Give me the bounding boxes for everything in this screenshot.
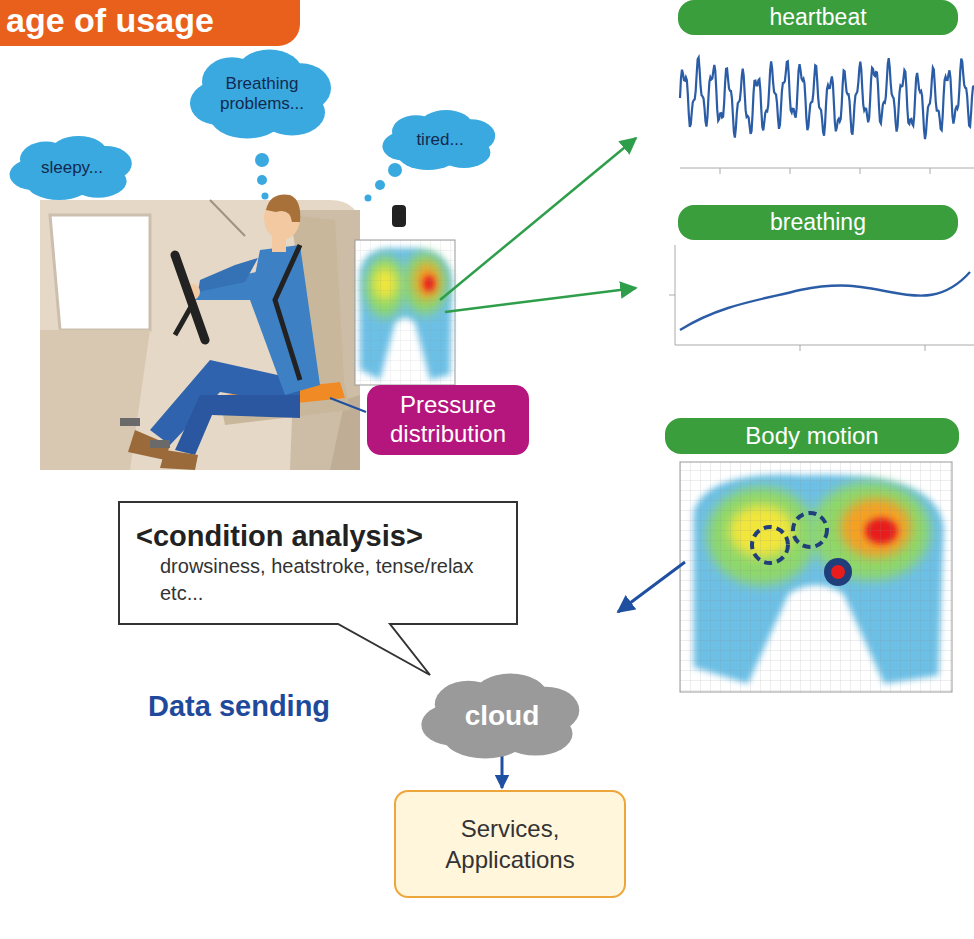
free-label: Data sending <box>148 690 330 723</box>
motion-arrow <box>618 562 685 612</box>
thought-cloud: Breathing problems... <box>187 48 337 140</box>
body-motion-map <box>680 462 952 692</box>
thought-cloud: sleepy... <box>7 135 137 201</box>
signal-label: heartbeat <box>678 0 958 35</box>
flow-arrow <box>501 756 504 788</box>
node-text: Pressure distribution <box>367 391 529 449</box>
pressure-map <box>355 240 455 385</box>
condition-callout: <condition analysis>drowsiness, heatstro… <box>118 501 518 625</box>
breathing-graph <box>669 245 974 351</box>
driver-illustration <box>40 195 406 470</box>
heartbeat-graph <box>680 58 974 174</box>
green-arrow <box>445 288 636 312</box>
title-banner: age of usage <box>0 0 300 46</box>
node-text: cloud <box>465 700 540 732</box>
title: age of usage <box>0 0 300 40</box>
service-box: Services, Applications <box>394 790 626 898</box>
signal-label: breathing <box>678 205 958 240</box>
node-text: sleepy... <box>19 158 125 178</box>
pressure-label: Pressure distribution <box>367 385 529 455</box>
node-text: tired... <box>394 130 485 150</box>
callout-body: drowsiness, heatstroke, tense/relax etc.… <box>136 553 500 607</box>
node-text: heartbeat <box>769 4 866 31</box>
node-text: Breathing problems... <box>187 74 337 113</box>
signal-label: Body motion <box>665 418 959 454</box>
node-text: breathing <box>770 209 866 236</box>
cloud-shape: cloud <box>418 672 586 760</box>
node-text: Services, Applications <box>396 813 624 875</box>
node-text: Body motion <box>745 422 878 450</box>
callout-heading: <condition analysis> <box>136 520 423 553</box>
thought-cloud: tired... <box>380 109 500 171</box>
